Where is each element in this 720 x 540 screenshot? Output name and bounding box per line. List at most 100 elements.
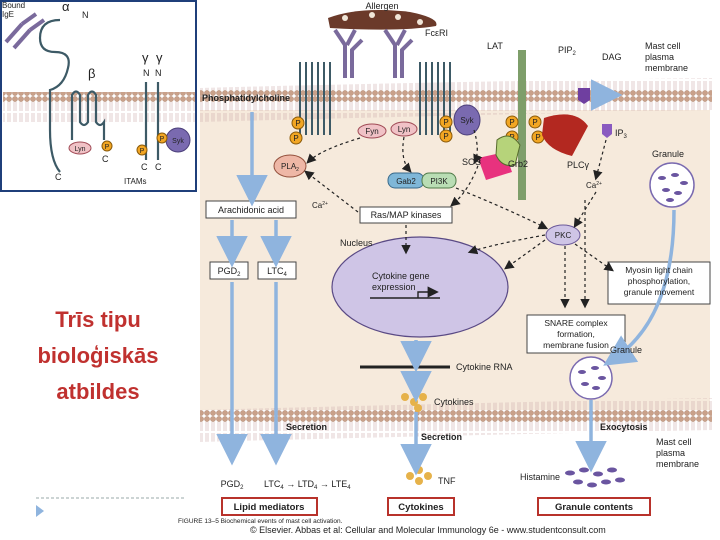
granule-contents-box <box>537 497 651 516</box>
lipid-mediators-label: Lipid mediators <box>234 502 305 513</box>
ras-map-label: Ras/MAP kinases <box>371 210 442 220</box>
receptor-chains <box>299 62 451 135</box>
slide-title: Trīs tipu bioloģiskās atbildes <box>8 302 188 410</box>
blue-flow-arrows <box>216 79 676 476</box>
cytokines-label: Cytokines <box>434 397 474 407</box>
lat-bar <box>518 50 526 200</box>
grb2-protein <box>495 135 521 166</box>
syk-label: Syk <box>460 116 474 125</box>
syk-kinase <box>453 104 481 136</box>
nucleus-label: Nucleus <box>340 238 373 248</box>
granule-bottom-label: Granule <box>610 345 642 355</box>
granule-top-contents <box>658 173 688 202</box>
allergen-dot <box>417 19 423 25</box>
pip2-label: PIP2 <box>558 45 577 57</box>
inset-itams-label: ITAMs <box>124 177 147 186</box>
lyn-label: Lyn <box>398 125 411 134</box>
dag-label: DAG <box>602 52 622 62</box>
copyright-footer: © Elsevier. Abbas et al: Cellular and Mo… <box>250 525 606 535</box>
phosphatidylcholine-label: Phosphatidylcholine <box>202 93 290 103</box>
grb2-label: Grb2 <box>508 159 528 169</box>
pgd2-output-label: PGD2 <box>221 479 245 491</box>
myosin-line1: Myosin light chain <box>625 265 693 275</box>
allergen-dot <box>342 15 348 21</box>
nucleus <box>331 236 509 338</box>
mast-membrane-top-line2: plasma <box>645 52 674 62</box>
secretion-label-left: Secretion <box>286 422 327 432</box>
inset-lyn <box>68 141 92 155</box>
inset-gamma1-label: γ <box>142 50 149 65</box>
cytokine-rna-label: Cytokine RNA <box>456 362 513 372</box>
snare-line2: formation, <box>557 329 595 339</box>
p-label: P <box>443 132 448 141</box>
signaling-arrows <box>304 129 614 309</box>
ige-fceri-left <box>333 28 364 78</box>
inset-beta-label: β <box>88 66 95 81</box>
plcg-protein <box>542 114 588 156</box>
plcg-label: PLCγ <box>567 160 590 170</box>
mast-membrane-top-line3: membrane <box>645 63 688 73</box>
inset-n-gamma2: N <box>155 68 162 78</box>
leukotriene-chain-label: LTC4 → LTD4 → LTE4 <box>264 479 351 491</box>
inset-phospho <box>156 132 168 144</box>
inset-ige-label: IgE <box>2 10 14 19</box>
p-label: P <box>532 118 537 127</box>
snare-line3: membrane fusion <box>543 340 609 350</box>
ras-map-box <box>359 206 453 224</box>
myosin-line3: granule movement <box>624 287 695 297</box>
inset-alpha-chain <box>38 18 70 173</box>
allergen-dot <box>369 12 375 18</box>
inset-n-gamma1: N <box>143 68 150 78</box>
granule-top <box>649 162 695 208</box>
inset-phospho <box>101 140 113 152</box>
inset-c-gamma2: C <box>155 162 162 172</box>
slide-nav-triangle[interactable] <box>36 505 44 517</box>
fyn-kinase <box>357 123 387 139</box>
inset-p-label: P <box>140 148 145 155</box>
lipid-mediators-box <box>221 497 318 516</box>
calcium-label-right: Ca2+ <box>586 181 602 190</box>
inset-c-gamma1: C <box>141 162 148 172</box>
pi3k-label: PI3K <box>430 177 448 186</box>
p-label: P <box>293 134 298 143</box>
myosin-line2: phosphorylation, <box>628 276 690 286</box>
pkc-enzyme <box>545 224 581 246</box>
mast-membrane-bottom-line3: membrane <box>656 459 699 469</box>
inset-ige <box>4 12 46 50</box>
receptor-inset: P P P Bound IgE α N β γ γ N N C C C C Ly… <box>0 0 197 192</box>
snare-line1: SNARE complex <box>544 318 608 328</box>
inset-p-label: P <box>160 136 165 143</box>
p-label: P <box>443 118 448 127</box>
plasma-membrane-bottom <box>200 398 712 442</box>
inset-syk-label: Syk <box>172 138 184 145</box>
gene-arrow <box>370 292 440 298</box>
tnf-label: TNF <box>438 476 456 486</box>
inset-c-alpha: C <box>55 172 62 182</box>
arachidonic-acid-label: Arachidonic acid <box>218 205 284 215</box>
inset-bound-label: Bound <box>2 1 25 10</box>
granule-top-label: Granule <box>652 149 684 159</box>
ip3-label: IP3 <box>615 128 628 140</box>
figure-caption-fragment: FIGURE 13–5 Biochemical events of mast c… <box>178 518 343 525</box>
inset-alpha-label: α <box>62 0 70 14</box>
pkc-label: PKC <box>555 231 572 240</box>
pi3k-box <box>421 172 457 189</box>
pip2-shape <box>578 88 590 104</box>
p-label: P <box>535 133 540 142</box>
inset-membrane <box>3 92 195 122</box>
allergen-shape <box>328 10 437 30</box>
inset-phospho <box>136 144 148 156</box>
slide-title-line1: Trīs tipu <box>55 307 141 332</box>
ip3-shape <box>602 124 612 138</box>
cytokines-output-box <box>387 497 455 516</box>
mast-membrane-bottom-line2: plasma <box>656 448 685 458</box>
main-diagram: P P P P P P P P <box>178 1 712 525</box>
exocytosis-label: Exocytosis <box>600 422 648 432</box>
slide-title-line3: atbildes <box>56 379 140 404</box>
sos-label: SOS <box>462 157 481 167</box>
pla2-enzyme <box>273 154 307 178</box>
mast-membrane-bottom-line1: Mast cell <box>656 437 692 447</box>
inset-beta-chain <box>70 90 106 140</box>
gab2-label: Gab2 <box>396 177 416 186</box>
